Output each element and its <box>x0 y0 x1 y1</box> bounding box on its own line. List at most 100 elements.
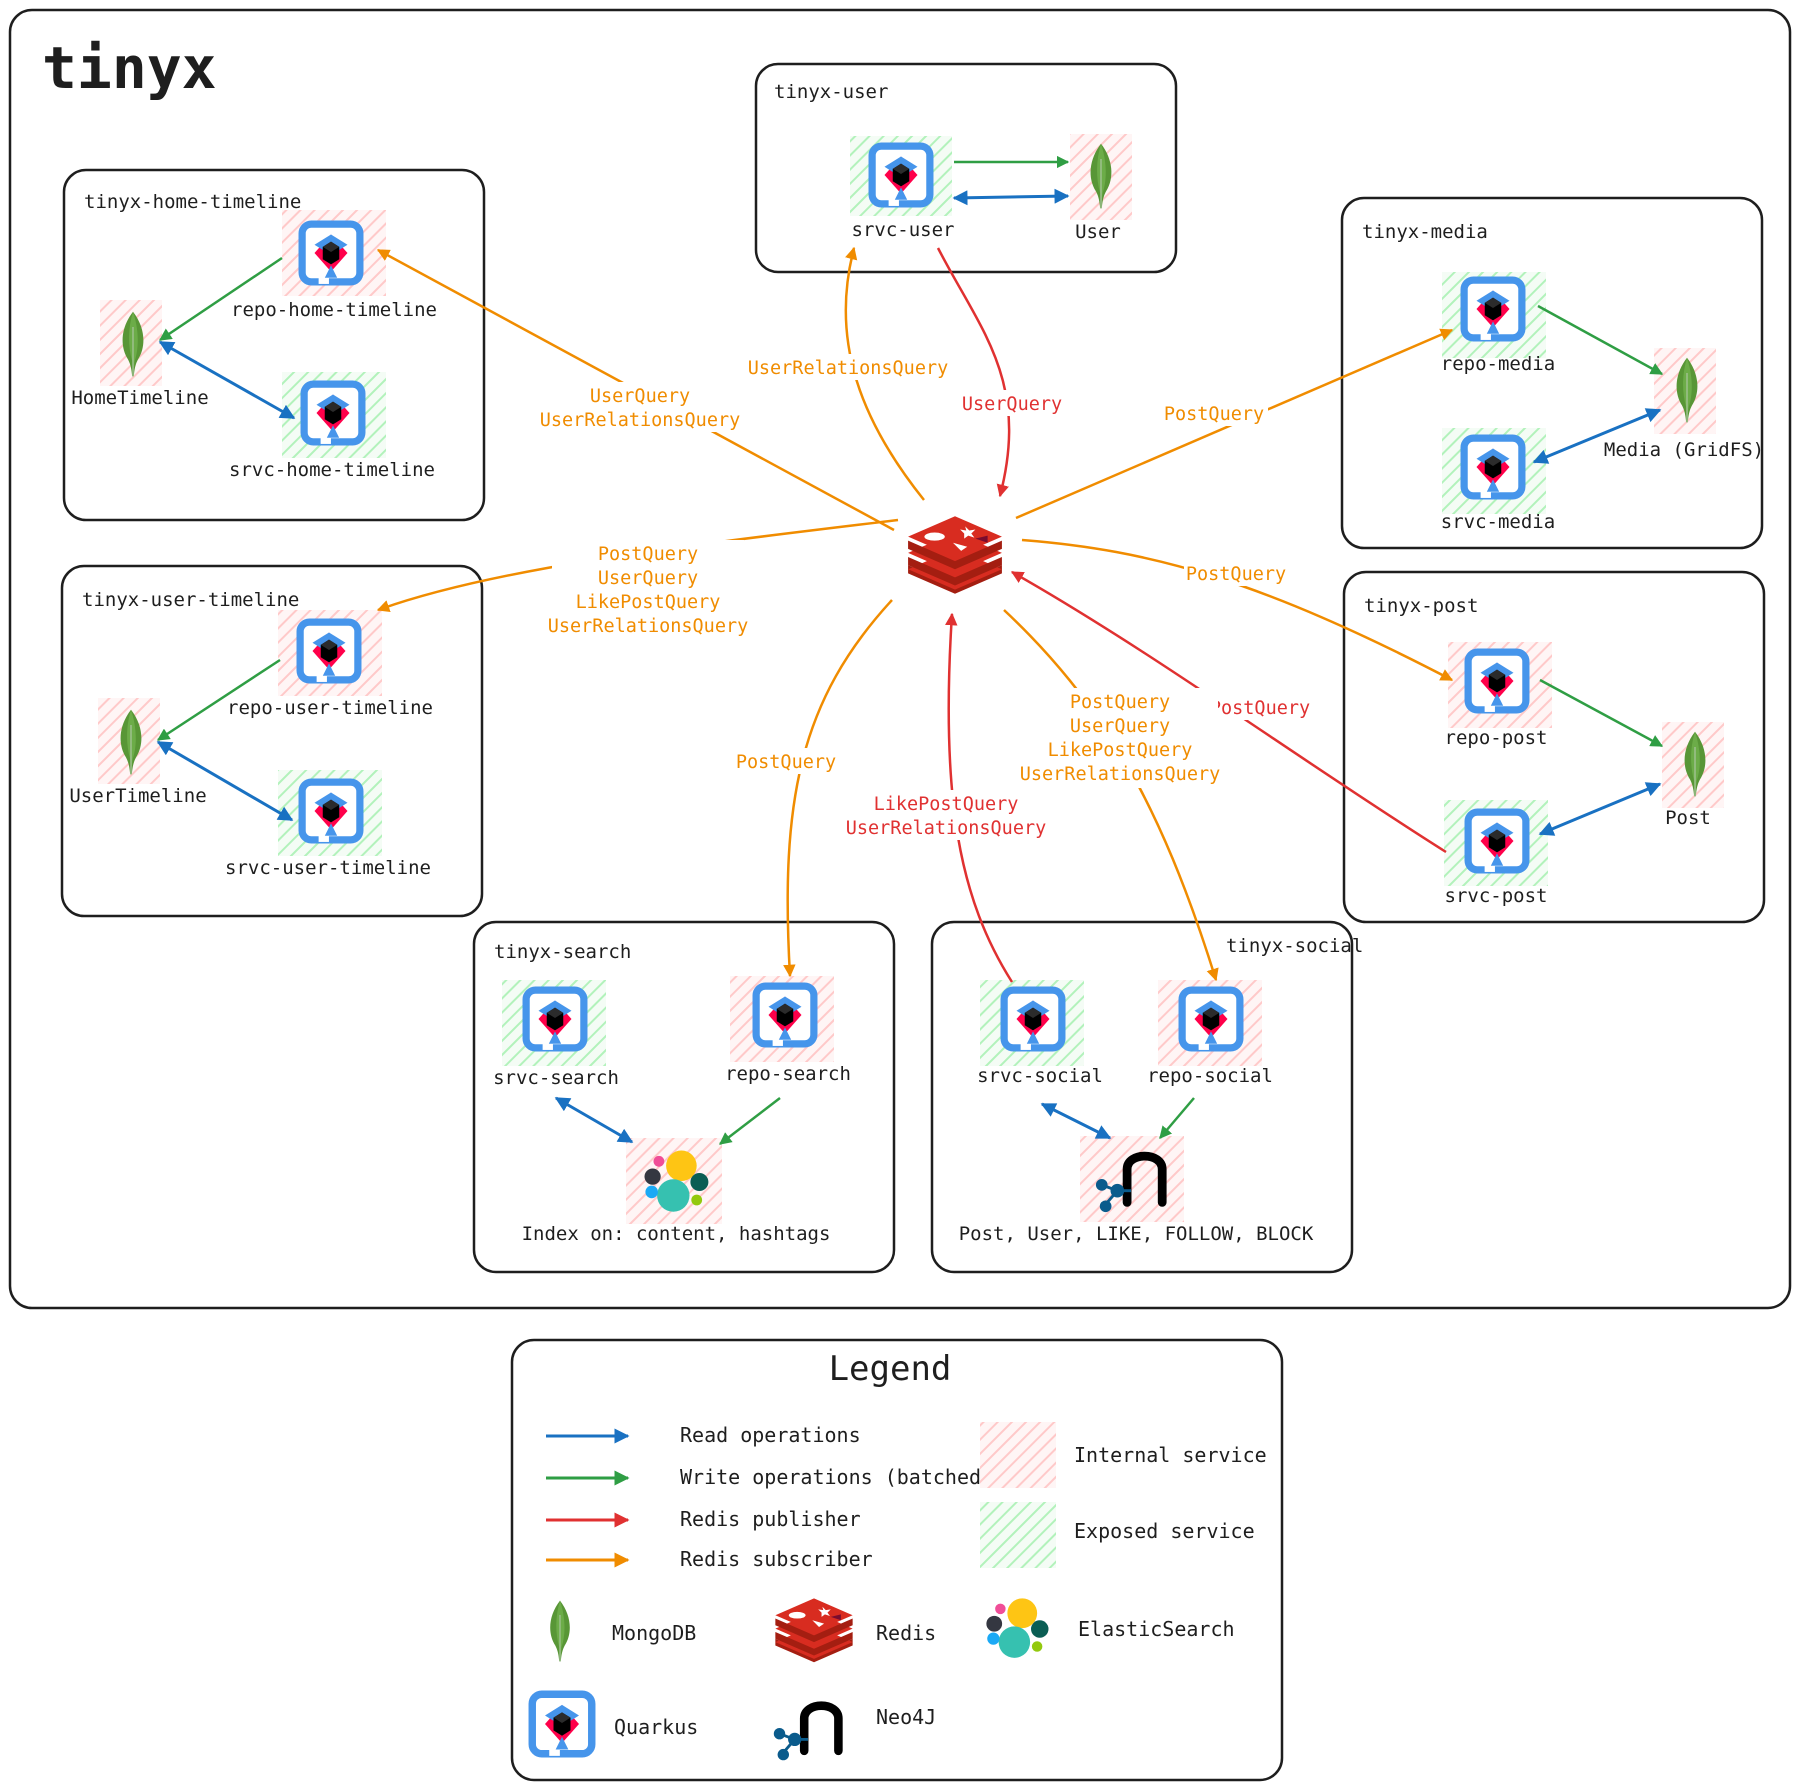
group-frame-social <box>930 920 1354 1274</box>
label-srvc-user: srvc-user <box>852 219 955 241</box>
edge-label-social-sub: PostQuery UserQuery LikePostQuery UserRe… <box>1020 688 1220 788</box>
label-post-db: Post <box>1665 807 1711 829</box>
legend-read-label: Read operations <box>680 1423 861 1447</box>
node-social-graph: Post, User, LIKE, FOLLOW, BLOCK <box>959 1136 1314 1245</box>
legend-title: Legend <box>829 1349 952 1389</box>
edge-label-social-pub-userrelationsquery: UserRelationsQuery <box>846 818 1046 839</box>
legend-mongodb-label: MongoDB <box>612 1621 696 1645</box>
node-redis-hub <box>908 516 1002 594</box>
legend-neo4j-label: Neo4J <box>876 1705 936 1729</box>
node-srvc-user: srvc-user <box>850 136 954 241</box>
legend-elasticsearch-label: ElasticSearch <box>1078 1617 1235 1641</box>
edge-label-user-relations: UserRelationsQuery <box>748 354 948 380</box>
legend-internal-swatch <box>980 1422 1056 1488</box>
node-srvc-home-timeline: srvc-home-timeline <box>229 372 435 481</box>
legend-publisher-label: Redis publisher <box>680 1507 861 1531</box>
label-search-index: Index on: content, hashtags <box>522 1223 831 1245</box>
edge-label-home: UserQuery UserRelationsQuery <box>540 382 744 432</box>
edge-label-ut-likepostquery: LikePostQuery <box>576 592 721 613</box>
group-frame-home-timeline <box>62 168 486 522</box>
group-title-user: tinyx-user <box>774 81 888 103</box>
label-repo-search: repo-search <box>725 1063 851 1085</box>
edge-label-home-userquery: UserQuery <box>590 386 690 407</box>
edge-read-user <box>952 188 1070 206</box>
edge-read-media <box>1532 408 1662 464</box>
legend-quarkus-icon <box>532 1694 592 1756</box>
legend-redis-label: Redis <box>876 1621 936 1645</box>
group-title-search: tinyx-search <box>494 941 631 963</box>
label-repo-home-timeline: repo-home-timeline <box>231 299 437 321</box>
legend-write-label: Write operations (batched) <box>680 1465 993 1489</box>
diagram-title: tinyx <box>42 34 217 102</box>
edge-label-post-sub: PostQuery <box>1184 560 1288 586</box>
group-title-post: tinyx-post <box>1364 595 1478 617</box>
edge-pub-user <box>936 247 1011 498</box>
node-srvc-post: srvc-post <box>1444 800 1548 907</box>
edge-label-home-userrelationsquery: UserRelationsQuery <box>540 410 740 431</box>
edge-read-home-timeline <box>158 340 296 420</box>
node-repo-search: repo-search <box>725 976 851 1085</box>
node-srvc-user-timeline: srvc-user-timeline <box>225 770 431 879</box>
legend-frame <box>510 1338 1284 1782</box>
edge-label-social-sub-likepostquery: LikePostQuery <box>1048 740 1193 761</box>
label-user-db: User <box>1075 221 1121 243</box>
node-post-db: Post <box>1662 722 1724 829</box>
label-srvc-home-timeline: srvc-home-timeline <box>229 459 435 481</box>
group-title-media: tinyx-media <box>1362 221 1488 243</box>
group-frame-media <box>1340 196 1764 550</box>
label-repo-social: repo-social <box>1147 1065 1273 1087</box>
edge-sub-search <box>783 599 893 978</box>
edge-label-post-pub-text: PostQuery <box>1210 698 1310 719</box>
node-srvc-media: srvc-media <box>1441 428 1555 533</box>
edge-label-post-pub: PostQuery <box>1208 694 1312 720</box>
node-srvc-search: srvc-search <box>493 980 619 1089</box>
legend-exposed-swatch <box>980 1502 1056 1568</box>
group-title-user-timeline: tinyx-user-timeline <box>82 589 299 611</box>
label-social-graph: Post, User, LIKE, FOLLOW, BLOCK <box>959 1223 1314 1245</box>
edge-label-social-sub-userrelationsquery: UserRelationsQuery <box>1020 764 1220 785</box>
edge-label-search-text: PostQuery <box>736 752 836 773</box>
label-srvc-media: srvc-media <box>1441 511 1555 533</box>
node-media-db: Media (GridFS) <box>1604 348 1764 461</box>
label-repo-media: repo-media <box>1441 353 1555 375</box>
group-frame-user <box>754 62 1178 274</box>
legend-elasticsearch-icon <box>986 1598 1049 1658</box>
node-repo-user-timeline: repo-user-timeline <box>227 610 433 719</box>
label-repo-post: repo-post <box>1445 727 1548 749</box>
edge-label-social-sub-postquery: PostQuery <box>1070 692 1170 713</box>
node-repo-social: repo-social <box>1147 980 1273 1087</box>
edge-label-user-timeline: PostQuery UserQuery LikePostQuery UserRe… <box>548 540 748 640</box>
main-frame <box>8 8 1792 1310</box>
node-user-db: User <box>1070 134 1132 243</box>
label-srvc-post: srvc-post <box>1445 885 1548 907</box>
edge-read-social <box>1040 1102 1112 1140</box>
edge-label-social-pub-likepostquery: LikePostQuery <box>874 794 1019 815</box>
node-search-index: Index on: content, hashtags <box>522 1138 831 1245</box>
edge-label-user-relations-text: UserRelationsQuery <box>748 358 948 379</box>
group-frame-user-timeline <box>60 564 484 918</box>
legend-exposed-label: Exposed service <box>1074 1519 1255 1543</box>
edge-label-media-text: PostQuery <box>1164 404 1264 425</box>
edge-write-home-timeline <box>158 256 283 342</box>
edge-label-search: PostQuery <box>734 748 838 774</box>
edge-read-user-timeline <box>156 740 294 822</box>
edge-label-ut-postquery: PostQuery <box>598 544 698 565</box>
edge-label-user-pub-text: UserQuery <box>962 394 1062 415</box>
edge-read-post <box>1538 782 1662 836</box>
label-repo-user-timeline: repo-user-timeline <box>227 697 433 719</box>
node-user-timeline-db: UserTimeline <box>69 698 207 807</box>
legend-neo4j-icon <box>774 1706 839 1761</box>
label-user-timeline-db: UserTimeline <box>69 785 206 807</box>
label-home-timeline-db: HomeTimeline <box>71 387 208 409</box>
node-repo-home-timeline: repo-home-timeline <box>231 210 437 321</box>
edge-label-media: PostQuery <box>1164 400 1268 426</box>
edge-write-post <box>1539 678 1664 748</box>
edge-write-user-timeline <box>156 658 281 742</box>
label-media-db: Media (GridFS) <box>1604 439 1764 461</box>
edge-label-social-sub-userquery: UserQuery <box>1070 716 1170 737</box>
edge-write-search <box>719 1097 781 1145</box>
edge-label-post-sub-text: PostQuery <box>1186 564 1286 585</box>
edge-write-social <box>1159 1097 1195 1139</box>
